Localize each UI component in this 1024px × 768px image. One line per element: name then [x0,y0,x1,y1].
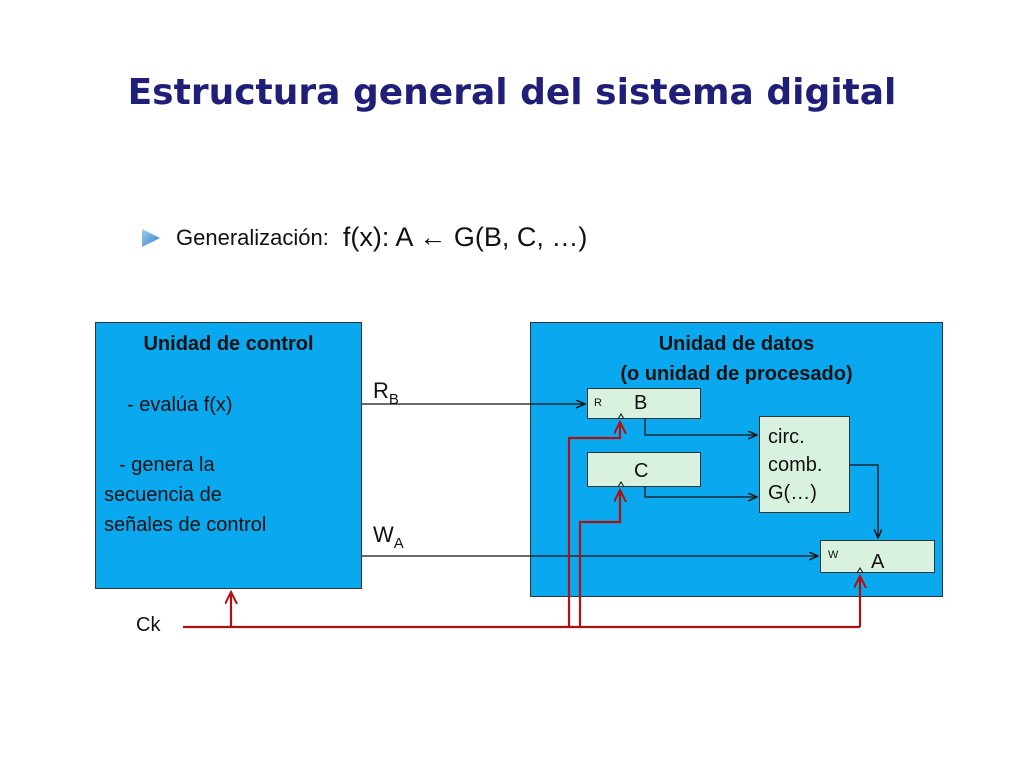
comb-to-a-wire [850,464,878,537]
clock-edge-b-icon [617,413,625,420]
signal-rb-main: R [373,378,389,403]
comb-circuit-line2: comb. [768,454,823,476]
signal-rb-subscript: B [388,391,399,408]
bullet-label: Generalización: [176,224,329,250]
signal-wa-subscript: A [393,535,404,552]
control-unit-line4: señales de control [104,514,267,536]
bullet-formula: f(x): A ← G(B, C, …) [342,222,588,252]
clock-to-b-wire [567,422,620,627]
clock-label: Ck [136,614,161,636]
comb-circuit-box [759,416,850,513]
register-b [587,388,701,419]
clock-edge-a-icon [856,567,864,574]
register-c-label: C [634,460,649,482]
bullet-row: Generalización: f(x): A ← G(B, C, …) [140,222,587,253]
control-unit-line2: - genera la [119,454,215,476]
b-to-comb-wire [644,419,756,435]
control-unit-line3: secuencia de [104,484,222,506]
clock-to-c-wire [578,490,620,627]
control-unit-title: Unidad de control [143,333,314,355]
comb-circuit-line3: G(…) [768,482,817,504]
control-unit-line1: - evalúa f(x) [127,394,233,416]
data-unit-title-line2: (o unidad de procesado) [620,363,853,385]
c-to-comb-wire [644,487,756,497]
register-c [587,452,701,487]
page-title: Estructura general del sistema digital [127,72,897,113]
register-b-port-label: R [594,397,602,409]
signal-wa-label: WA [373,520,404,553]
clock-edge-c-icon [617,481,625,488]
register-a [820,540,935,573]
comb-circuit-line1: circ. [768,426,805,448]
triangle-bullet-icon [142,228,160,247]
signal-wa-main: W [373,522,394,547]
data-unit-title-line1: Unidad de datos [658,333,815,355]
register-a-port-label: W [828,549,839,561]
register-a-label: A [871,551,885,573]
register-b-label: B [634,392,648,414]
signal-rb-label: RB [373,376,399,409]
control-unit-box [95,322,362,589]
